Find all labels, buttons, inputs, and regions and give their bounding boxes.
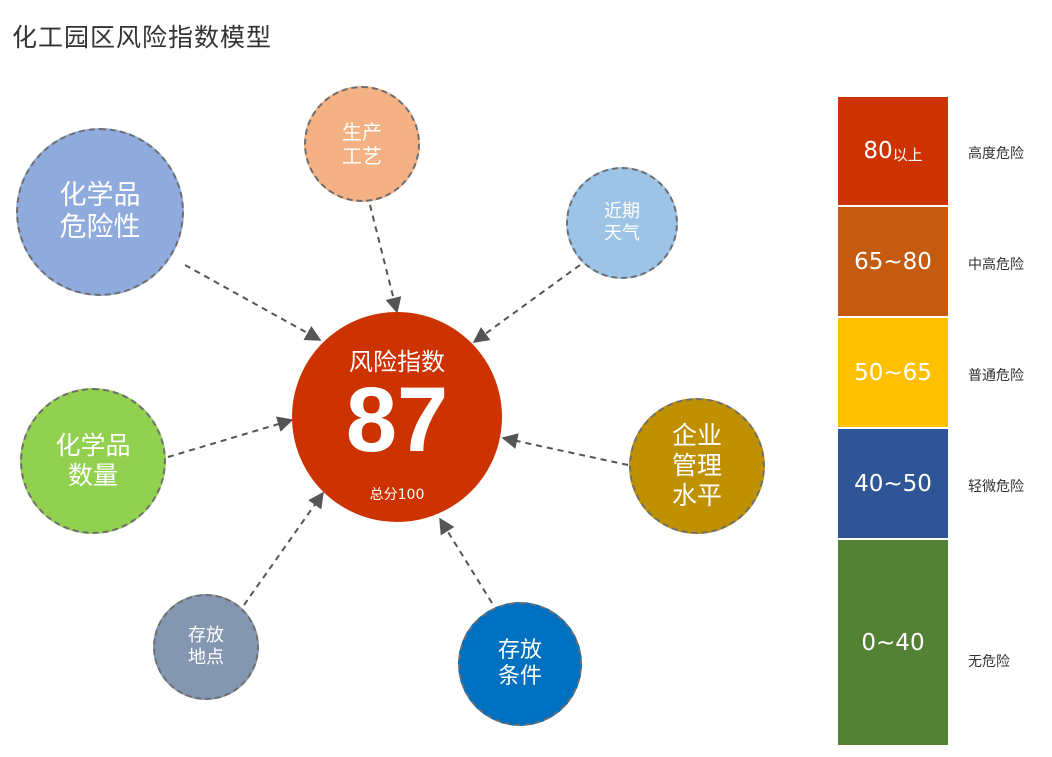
factor-label-line: 存放 [188,625,224,647]
arrow-chem-quantity [167,416,294,458]
risk-index-value: 87 [345,369,449,471]
factor-node-chem-quantity: 化学品数量 [20,388,166,534]
factor-label-line: 管理 [671,451,722,480]
factor-label-line: 工艺 [342,144,382,168]
risk-index-total: 总分100 [369,487,425,503]
legend-range: 40~50 [854,470,932,497]
arrow-storage-location [243,491,324,606]
arrow-storage-condition [439,517,493,604]
arrow-weather [472,264,581,343]
factor-node-chem-hazard: 化学品危险性 [16,128,184,296]
factor-label-line: 数量 [67,461,118,490]
factor-node-weather: 近期天气 [566,167,678,279]
factor-label-line: 地点 [188,647,224,668]
legend-unit: 以上 [892,145,923,164]
legend-level-label: 高度危险 [968,146,1024,162]
legend-level-label: 轻微危险 [968,478,1024,495]
factor-label-line: 化学品 [55,431,131,460]
factor-label-line: 条件 [497,664,542,689]
page-title: 化工园区风险指数模型 [12,23,273,52]
factor-node-management: 企业管理水平 [629,398,765,534]
risk-index-center: 风险指数 87 总分100 [292,312,502,522]
legend-range: 80 [863,138,893,164]
arrow-production [369,204,402,314]
factor-label-line: 水平 [671,481,722,510]
factor-node-storage-condition: 存放条件 [458,602,582,726]
factor-label-line: 天气 [604,223,640,244]
factor-label-line: 生产 [342,120,382,144]
legend-level-label: 无危险 [968,654,1010,670]
legend-segment: 40~50 [838,429,948,540]
legend-range: 50~65 [854,359,932,386]
factor-node-storage-location: 存放地点 [153,594,259,700]
legend-range: 0~40 [861,629,925,656]
legend-level-label: 普通危险 [968,367,1024,384]
legend-segment: 50~65 [838,318,948,429]
arrow-chem-hazard [184,264,322,341]
arrow-management [501,433,629,466]
factor-label-line: 化学品 [59,179,141,211]
legend-level-label: 中高危险 [968,256,1024,273]
factor-label-line: 危险性 [59,212,141,243]
factor-label-line: 近期 [604,201,640,223]
legend-segment: 0~40 [838,540,948,747]
factor-label-line: 企业 [671,421,722,450]
legend-segment: 65~80 [838,207,948,318]
factor-label-line: 存放 [497,637,542,663]
risk-index-title: 风险指数 [349,348,445,376]
legend-range: 65~80 [854,248,932,275]
factor-node-production: 生产工艺 [304,86,420,202]
